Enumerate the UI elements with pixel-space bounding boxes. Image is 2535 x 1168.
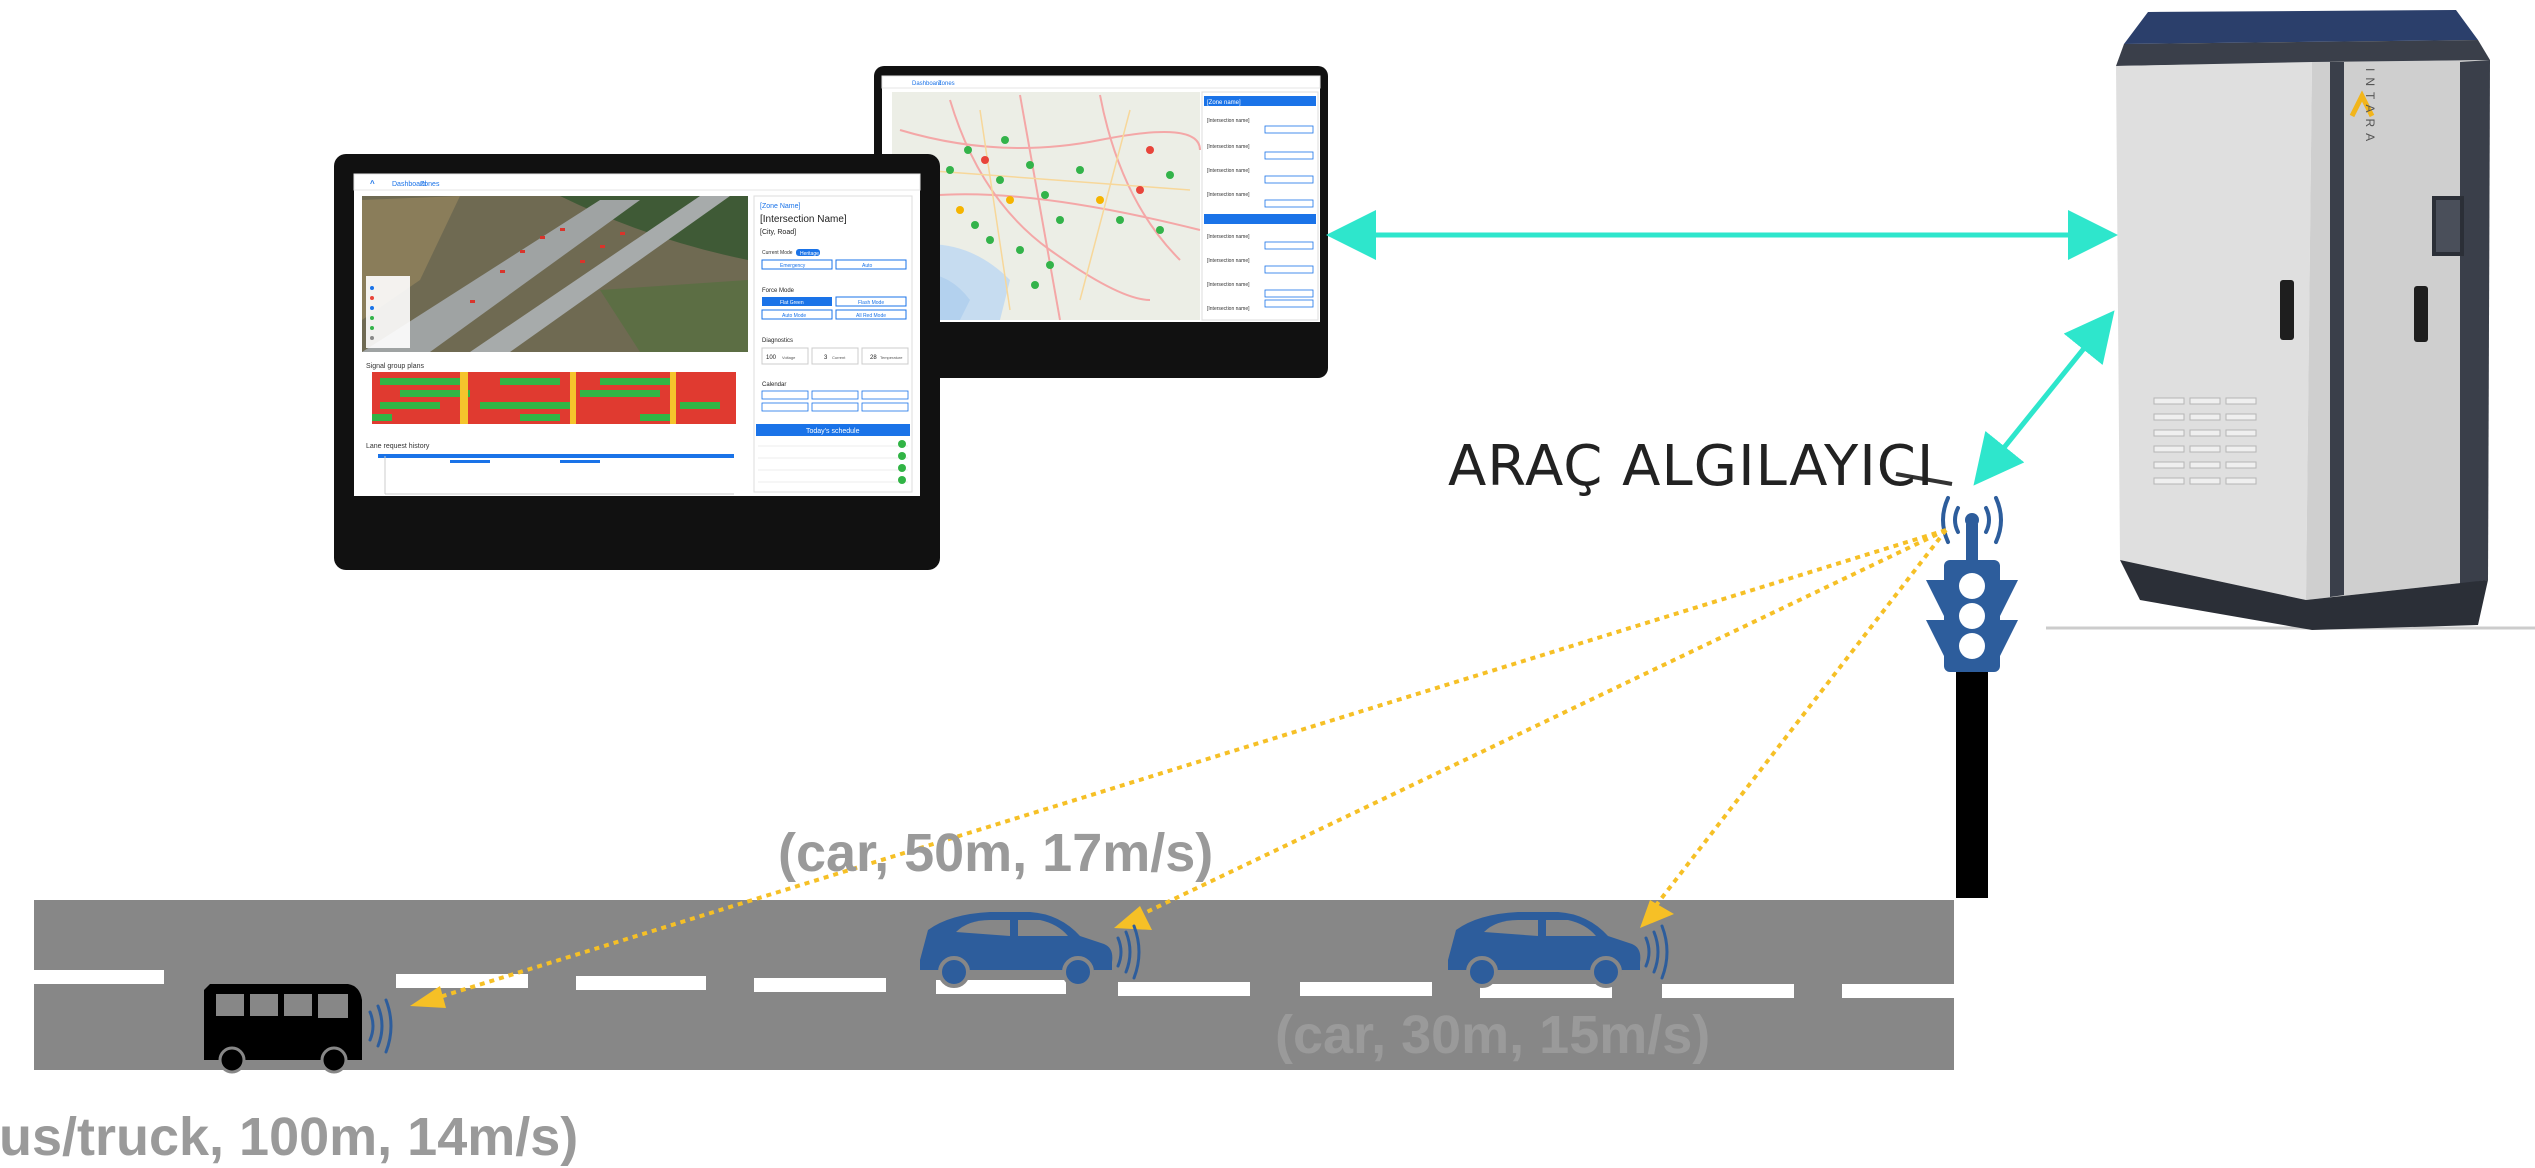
back-item[interactable]: [Intersection name]: [1207, 234, 1250, 240]
svg-text:[Zone name]: [Zone name]: [1207, 100, 1241, 106]
lane-panel-title: Lane request history: [366, 443, 430, 450]
intersection-name: [Intersection Name]: [760, 214, 847, 225]
svg-text:Temperature: Temperature: [880, 355, 903, 360]
schedule-rows: [758, 440, 908, 484]
ray-to-car-mid: [1129, 528, 1947, 922]
back-item[interactable]: [Intersection name]: [1207, 282, 1250, 288]
back-item[interactable]: [Intersection name]: [1207, 258, 1250, 264]
svg-text:28: 28: [870, 355, 877, 361]
force-btn-auto[interactable]: [761, 309, 833, 320]
auto-button[interactable]: [835, 259, 907, 270]
vehicle-bus: [204, 984, 393, 1074]
lane-markings: [34, 970, 1954, 998]
svg-text:^: ^: [370, 179, 375, 188]
bus-signal-icon: [368, 998, 393, 1054]
vehicle-car-mid: [920, 912, 1141, 988]
svg-text:Auto: Auto: [862, 263, 873, 269]
signal-pole: [1956, 630, 1988, 898]
back-item[interactable]: [Intersection name]: [1207, 118, 1250, 124]
monitor-back: Dashboard Zones: [874, 66, 1328, 378]
traffic-signal: [1895, 472, 2018, 898]
cabinet-brand: INTARA: [2363, 68, 2377, 147]
controller-cabinet: INTARA: [2046, 10, 2535, 630]
detector-leader-line: [1895, 472, 1953, 486]
city-road: [City, Road]: [760, 229, 796, 236]
zone-name[interactable]: [Zone Name]: [760, 203, 801, 210]
diagnostics-cards: 100 Voltage 3 Current 28 Temperature: [761, 347, 909, 365]
force-btn-all-red[interactable]: [835, 309, 907, 320]
svg-text:3: 3: [824, 355, 828, 361]
svg-text:Auto Mode: Auto Mode: [782, 313, 806, 319]
svg-text:Voltage: Voltage: [782, 355, 796, 360]
car-mid-signal-icon: [1116, 924, 1141, 980]
svg-text:All Red Mode: All Red Mode: [856, 313, 886, 319]
back-item[interactable]: [Intersection name]: [1207, 192, 1250, 198]
ray-head-car-near: [1640, 900, 1674, 928]
car-near-signal-icon: [1644, 924, 1669, 980]
current-mode-label: Current Mode: [762, 250, 793, 256]
svg-text:Flat Green: Flat Green: [780, 300, 804, 306]
cabinet-roof: [2124, 10, 2478, 44]
calendar-title: Calendar: [762, 382, 786, 388]
monitor-front: ^ Dashboard Zones Signal group plans: [334, 154, 940, 570]
ray-head-car-mid: [1114, 906, 1152, 930]
cabinet-vents: [2153, 397, 2257, 485]
calendar-grid: [761, 390, 909, 412]
network-links: [1326, 210, 2118, 486]
front-side-panel: [753, 195, 913, 493]
back-nav-0[interactable]: Dashboard: [912, 81, 941, 87]
front-nav-0[interactable]: Dashboard: [392, 181, 426, 188]
link-detector-cabinet: [1973, 310, 2115, 486]
schedule-header: [756, 424, 910, 436]
car-mid-label: (car, 50m, 17m/s): [778, 823, 1214, 883]
car-near-label: (car, 30m, 15m/s): [1275, 1005, 1711, 1065]
svg-text:Current: Current: [832, 355, 846, 360]
back-panel-header: [1204, 96, 1316, 106]
back-nav-1[interactable]: Zones: [938, 81, 955, 87]
svg-text:Today's schedule: Today's schedule: [806, 428, 860, 435]
current-mode-value[interactable]: Heritage: [800, 251, 819, 257]
cabinet-logo: [2349, 90, 2375, 118]
force-mode-title: Force Mode: [762, 288, 795, 294]
bus-label: (bus/truck, 100m, 14m/s): [0, 1107, 579, 1167]
detection-rays: [410, 528, 1948, 1008]
diagnostics-title: Diagnostics: [762, 338, 793, 344]
front-nav-1[interactable]: Zones: [420, 181, 440, 188]
cabinet-handle-right: [2414, 286, 2428, 342]
back-item[interactable]: [Intersection name]: [1207, 144, 1250, 150]
signal-panel-title: Signal group plans: [366, 363, 424, 370]
ray-to-bus: [429, 528, 1947, 1002]
map-markers: [946, 136, 1174, 289]
svg-text:Emergency: Emergency: [780, 263, 806, 269]
vehicle-car-near: [1448, 912, 1669, 988]
back-list-panel: [1201, 91, 1319, 321]
cabinet-handle-left: [2280, 280, 2294, 340]
svg-text:100: 100: [766, 355, 777, 361]
signal-group-plan: [372, 372, 736, 424]
detector-label: ARAÇ ALGILAYICI: [1448, 434, 1935, 499]
ray-head-bus: [410, 986, 446, 1008]
lane-request-chart: [378, 454, 734, 495]
cabinet-front: [2306, 60, 2490, 600]
force-btn-flash[interactable]: [835, 296, 907, 307]
svg-text:Flash Mode: Flash Mode: [858, 300, 884, 306]
back-item[interactable]: [Intersection name]: [1207, 306, 1250, 312]
force-btn-flat-green[interactable]: [762, 297, 832, 306]
detector-sensor: [1965, 513, 1979, 527]
emergency-button[interactable]: [761, 259, 833, 270]
ray-to-car-near: [1652, 528, 1948, 910]
back-list-items: [Intersection name] [Intersection name] …: [1204, 118, 1316, 312]
detector-waves-icon: [1941, 496, 2003, 544]
back-item[interactable]: [Intersection name]: [1207, 168, 1250, 174]
